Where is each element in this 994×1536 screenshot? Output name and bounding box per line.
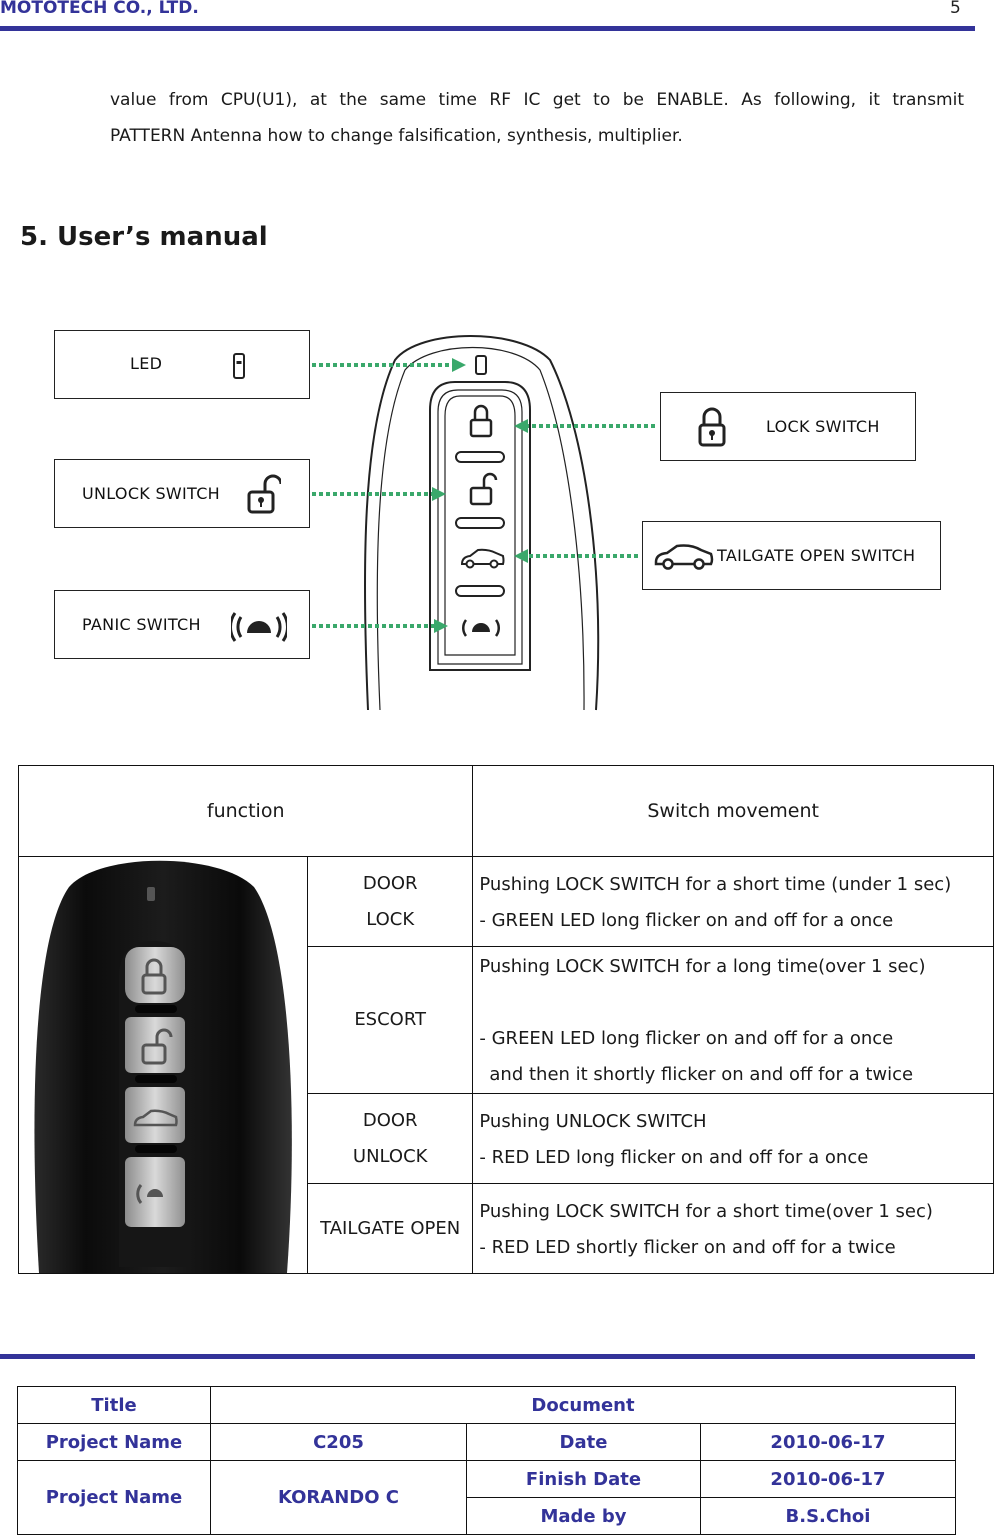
finish-date-value: 2010-06-17 [700,1460,956,1498]
unlock-label: UNLOCK SWITCH [82,484,221,503]
unlock-icon [247,474,281,514]
fob-panic-icon [462,619,500,637]
fn-tailgate-open: TAILGATE OPEN [306,1183,474,1274]
project-name-value: C205 [210,1423,467,1461]
fn-text: DOOR [362,1109,418,1131]
finish-date-label: Finish Date [466,1460,701,1498]
mv-text: - GREEN LED long flicker on and off for … [479,1028,894,1049]
project-name-value-2: KORANDO C [210,1460,467,1535]
car-icon [654,544,714,570]
led-icon [233,353,245,379]
document-info-table: Title Document Project Name C205 Date 20… [17,1386,956,1535]
panic-label-box: PANIC SWITCH [54,590,310,659]
function-header: function [17,765,474,857]
mv-spacer [479,985,993,1021]
function-table: function Switch movement [17,765,994,1274]
fn-door-unlock: DOOR UNLOCK [306,1093,474,1184]
intro-line-2: PATTERN Antenna how to change falsificat… [110,126,683,146]
led-label-box: LED [54,330,310,399]
lock-icon [698,407,726,447]
mv-text: - RED LED long flicker on and off for a … [479,1147,869,1168]
fob-car-icon [460,548,505,569]
made-by-label: Made by [466,1497,701,1535]
unlock-label-box: UNLOCK SWITCH [54,459,310,528]
fn-text: ESCORT [354,1009,427,1030]
fn-text: LOCK [366,908,415,930]
mv-text: and then it shortly flicker on and off f… [489,1064,914,1085]
fob-photo-drawing [34,860,292,1273]
tailgate-label: TAILGATE OPEN SWITCH [717,546,916,565]
mv-text: - RED LED shortly flicker on and off for… [479,1237,896,1258]
key-fob-diagram: LED UNLOCK SWITCH PANIC SWITCH LOCK SWIT… [0,320,994,720]
mv-text: Pushing LOCK SWITCH for a long time(over… [479,956,926,977]
mv-text: Pushing LOCK SWITCH for a short time (un… [479,874,952,895]
made-by-value: B.S.Choi [700,1497,956,1535]
fn-escort: ESCORT [306,946,474,1094]
title-value: Document [210,1386,956,1424]
mv-door-lock: Pushing LOCK SWITCH for a short time (un… [472,856,994,947]
fob-unlock-icon [469,472,498,506]
led-label: LED [130,354,163,373]
project-name-label-2: Project Name [17,1460,211,1535]
intro-line-1: value from CPU(U1), at the same time RF … [110,90,964,110]
fn-text: DOOR [362,872,418,894]
fob-lock-icon [469,404,493,438]
mv-escort: Pushing LOCK SWITCH for a long time(over… [472,946,994,1094]
mv-text: - GREEN LED long flicker on and off for … [479,910,894,931]
fob-outline-drawing [312,335,655,711]
lock-label: LOCK SWITCH [766,417,880,436]
movement-header: Switch movement [472,765,994,857]
intro-paragraph: value from CPU(U1), at the same time RF … [110,82,964,154]
page-number: 5 [950,0,961,18]
fn-text: TAILGATE OPEN [320,1217,461,1239]
fn-door-lock: DOOR LOCK [306,856,474,947]
tailgate-label-box: TAILGATE OPEN SWITCH [642,521,941,590]
section-title: 5. User’s manual [20,222,268,252]
date-label: Date [466,1423,701,1461]
header-rule [0,26,975,31]
project-name-label: Project Name [17,1423,211,1461]
mv-text: Pushing UNLOCK SWITCH [479,1111,707,1132]
title-label: Title [17,1386,211,1424]
mv-tailgate-open: Pushing LOCK SWITCH for a short time(ove… [472,1183,994,1274]
company-name: MOTOTECH CO., LTD. [0,0,199,18]
mv-text: Pushing LOCK SWITCH for a short time(ove… [479,1201,933,1222]
date-value: 2010-06-17 [700,1423,956,1461]
lock-label-box: LOCK SWITCH [660,392,916,461]
footer-rule [0,1354,975,1359]
fob-photo [18,856,308,1274]
panic-icon [231,612,287,642]
fn-text: UNLOCK [352,1145,428,1167]
mv-door-unlock: Pushing UNLOCK SWITCH - RED LED long fli… [472,1093,994,1184]
panic-label: PANIC SWITCH [82,615,201,634]
